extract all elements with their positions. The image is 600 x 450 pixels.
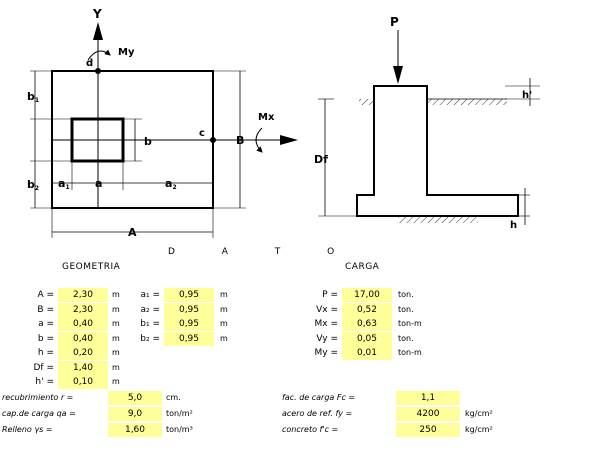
carga-unit: ton-m xyxy=(398,319,422,328)
geometria-left-unit: m xyxy=(112,304,120,314)
geometria-left-label: b = xyxy=(37,333,54,344)
bottom-right-label: concreto f'c = xyxy=(282,425,339,434)
df-label: Df xyxy=(314,153,328,166)
geometria-left-label: a = xyxy=(38,319,54,329)
geometria-left-value[interactable]: 1,40 xyxy=(58,360,108,375)
my-moment-arrow-icon xyxy=(87,49,111,61)
load-arrow-icon xyxy=(393,66,403,84)
bottom-right-label: fac. de carga Fc = xyxy=(282,393,356,402)
dim-B-label: B xyxy=(236,134,244,147)
bottom-left-unit: ton/m² xyxy=(166,409,193,418)
mx-label: Mx xyxy=(258,112,275,123)
h-prime-label: h' xyxy=(522,90,532,101)
y-axis-label: Y xyxy=(92,7,102,21)
point-c-marker xyxy=(210,137,216,143)
ground-hatch-left xyxy=(359,99,374,105)
geometria-left-label: B = xyxy=(37,304,54,315)
geometria-left-unit: m xyxy=(112,377,120,386)
geometria-left-value[interactable]: 2,30 xyxy=(58,288,108,302)
geometria-left-label: Df = xyxy=(33,362,54,373)
bottom-left-unit: cm. xyxy=(166,393,181,402)
bottom-left-value[interactable]: 5,0 xyxy=(108,391,162,405)
bottom-right-value[interactable]: 4200 xyxy=(396,407,460,421)
geometria-left-unit: m xyxy=(112,348,120,357)
geometria-right-unit: m xyxy=(220,333,228,343)
point-d-label: d xyxy=(86,58,93,69)
geometria-right-unit: m xyxy=(220,319,228,328)
bottom-right-value[interactable]: 1,1 xyxy=(396,391,460,405)
point-d-marker xyxy=(95,68,101,74)
geometria-title: GEOMETRIA xyxy=(62,262,121,272)
carga-unit: ton. xyxy=(398,333,414,343)
mx-moment-arrow-icon xyxy=(255,127,263,153)
geometria-right-label: b₂ = xyxy=(140,333,160,344)
carga-value[interactable]: 0,01 xyxy=(342,346,392,360)
y-axis-arrow-icon xyxy=(93,22,103,40)
geometria-left-label: h = xyxy=(37,348,54,358)
bottom-left-label: cap.de carga qa = xyxy=(2,409,76,418)
section-view-drawing: P h' h Df xyxy=(314,15,540,231)
bottom-right-value[interactable]: 250 xyxy=(396,423,460,437)
dim-a2-label: a2 xyxy=(165,177,177,191)
plan-view-drawing: Y X My Mx d c b1 b2 a1 a a2 b A B xyxy=(27,7,298,239)
dim-b-label: b xyxy=(144,135,152,148)
geometria-right-value[interactable]: 0,95 xyxy=(164,288,214,302)
geometria-left-unit: m xyxy=(112,290,120,299)
geometria-left-unit: m xyxy=(112,362,120,372)
bottom-left-value[interactable]: 9,0 xyxy=(108,407,162,421)
carga-label: Vy = xyxy=(316,333,338,344)
carga-unit: ton-m xyxy=(398,348,422,357)
geometria-right-unit: m xyxy=(220,290,228,299)
dim-b2-label: b2 xyxy=(27,178,39,192)
geometria-right-label: a₂ = xyxy=(140,304,160,315)
geometria-right-value[interactable]: 0,95 xyxy=(164,331,214,346)
carga-title: CARGA xyxy=(345,262,380,272)
geometria-left-unit: m xyxy=(112,319,120,328)
my-label: My xyxy=(118,47,135,58)
carga-unit: ton. xyxy=(398,290,414,299)
geometria-left-value[interactable]: 0,10 xyxy=(58,375,108,389)
geometria-left-label: A = xyxy=(37,290,54,300)
bottom-right-label: acero de ref. fy = xyxy=(282,409,353,418)
carga-label: P = xyxy=(322,290,338,300)
x-axis-arrow-icon xyxy=(280,135,298,145)
dato-title: D A T O xyxy=(168,247,357,257)
bottom-left-label: Relleno γs = xyxy=(2,425,53,434)
geometria-left-value[interactable]: 0,40 xyxy=(58,331,108,346)
carga-value[interactable]: 0,52 xyxy=(342,302,392,317)
geometria-right-value[interactable]: 0,95 xyxy=(164,317,214,331)
h-label: h xyxy=(510,220,517,231)
dim-a1-label: a1 xyxy=(58,177,70,191)
geometria-right-unit: m xyxy=(220,304,228,314)
dim-A-label: A xyxy=(128,226,137,239)
dim-a-label: a xyxy=(95,177,102,190)
carga-value[interactable]: 0,63 xyxy=(342,317,392,331)
geometria-left-value[interactable]: 0,40 xyxy=(58,317,108,331)
geometria-left-value[interactable]: 0,20 xyxy=(58,346,108,360)
bottom-left-value[interactable]: 1,60 xyxy=(108,423,162,437)
bottom-right-unit: kg/cm² xyxy=(465,425,493,434)
geometria-left-label: h' = xyxy=(35,377,54,387)
ground-hatch-right xyxy=(427,99,507,105)
bottom-right-unit: kg/cm² xyxy=(465,409,493,418)
geometria-right-label: b₁ = xyxy=(140,319,160,329)
carga-unit: ton. xyxy=(398,304,414,314)
geometria-right-label: a₁ = xyxy=(140,290,160,300)
ground-hatch-bottom xyxy=(398,217,478,223)
carga-label: Mx = xyxy=(314,319,339,329)
carga-value[interactable]: 17,00 xyxy=(342,288,392,302)
bottom-left-label: recubrimiento r = xyxy=(2,393,74,402)
dim-b1-label: b1 xyxy=(27,90,39,104)
footing-section-outline xyxy=(356,85,519,217)
geometria-left-unit: m xyxy=(112,333,120,343)
point-c-label: c xyxy=(199,128,205,139)
carga-label: My = xyxy=(314,348,339,358)
geometria-right-value[interactable]: 0,95 xyxy=(164,302,214,317)
carga-label: Vx = xyxy=(316,304,338,315)
load-label: P xyxy=(390,15,399,29)
geometria-left-value[interactable]: 2,30 xyxy=(58,302,108,317)
bottom-left-unit: ton/m³ xyxy=(166,425,193,434)
carga-value[interactable]: 0,05 xyxy=(342,331,392,346)
